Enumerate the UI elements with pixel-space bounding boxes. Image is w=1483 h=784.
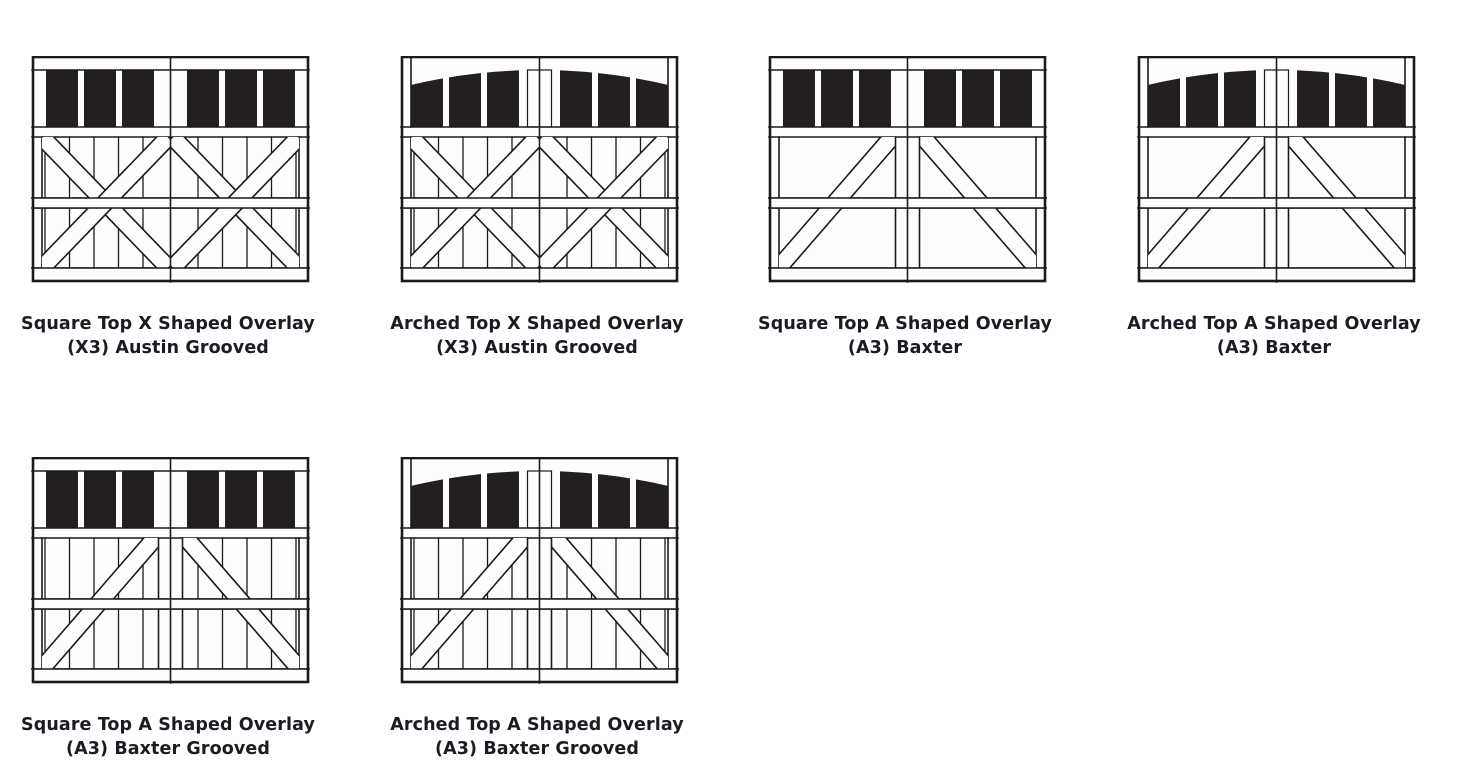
garage-door-illustration	[400, 457, 679, 684]
door-caption: Arched Top A Shaped Overlay (A3) Baxter …	[387, 713, 687, 761]
garage-door-illustration	[400, 56, 679, 283]
caption-line-1: Square Top A Shaped Overlay	[21, 715, 315, 735]
caption-line-2: (A3) Baxter Grooved	[66, 739, 270, 759]
garage-door-illustration	[768, 56, 1047, 283]
caption-line-2: (A3) Baxter Grooved	[435, 739, 639, 759]
door-caption: Square Top A Shaped Overlay (A3) Baxter …	[18, 713, 318, 761]
caption-line-2: (A3) Baxter	[1216, 338, 1332, 358]
caption-line-1: Arched Top A Shaped Overlay	[390, 715, 684, 735]
caption-line-1: Arched Top X Shaped Overlay	[390, 314, 684, 334]
caption-line-1: Square Top A Shaped Overlay	[758, 314, 1052, 334]
caption-line-1: Square Top X Shaped Overlay	[21, 314, 315, 334]
caption-line-2: (X3) Austin Grooved	[436, 338, 638, 358]
door-caption: Arched Top X Shaped Overlay (X3) Austin …	[387, 312, 687, 360]
caption-line-2: (X3) Austin Grooved	[67, 338, 269, 358]
door-caption: Square Top A Shaped Overlay (A3) Baxter	[755, 312, 1055, 360]
garage-door-illustration	[31, 56, 310, 283]
door-caption: Arched Top A Shaped Overlay (A3) Baxter	[1124, 312, 1424, 360]
caption-line-2: (A3) Baxter	[847, 338, 963, 358]
door-caption: Square Top X Shaped Overlay (X3) Austin …	[18, 312, 318, 360]
garage-door-illustration	[1137, 56, 1416, 283]
caption-line-1: Arched Top A Shaped Overlay	[1127, 314, 1421, 334]
garage-door-illustration	[31, 457, 310, 684]
